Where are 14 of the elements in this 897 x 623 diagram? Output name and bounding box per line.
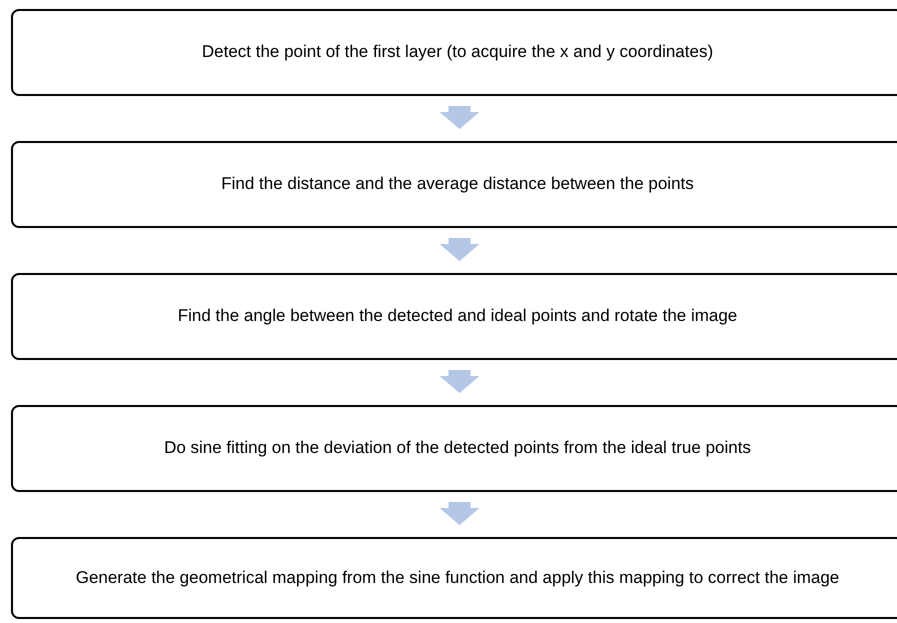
- process-box: [11, 273, 897, 360]
- process-box: [11, 9, 897, 96]
- step-text: Detect the point of the first layer (to acquire the x and y coordinates): [202, 41, 714, 64]
- process-box: [11, 405, 897, 492]
- step-text: Find the angle between the detected and ideal points and rotate the image: [178, 305, 738, 328]
- step-text: Do sine fitting on the deviation of the detected points from the ideal true points: [164, 437, 751, 460]
- step-text: Find the distance and the average distance between the points: [221, 173, 694, 196]
- step-text: Generate the geometrical mapping from the sine function and apply this mapping to correct the image: [76, 566, 840, 589]
- block-arrow: [440, 106, 480, 129]
- block-arrow: [440, 502, 480, 525]
- process-box: [11, 537, 897, 619]
- block-arrow: [440, 370, 480, 393]
- process-box: [11, 141, 897, 228]
- block-arrow: [440, 238, 480, 261]
